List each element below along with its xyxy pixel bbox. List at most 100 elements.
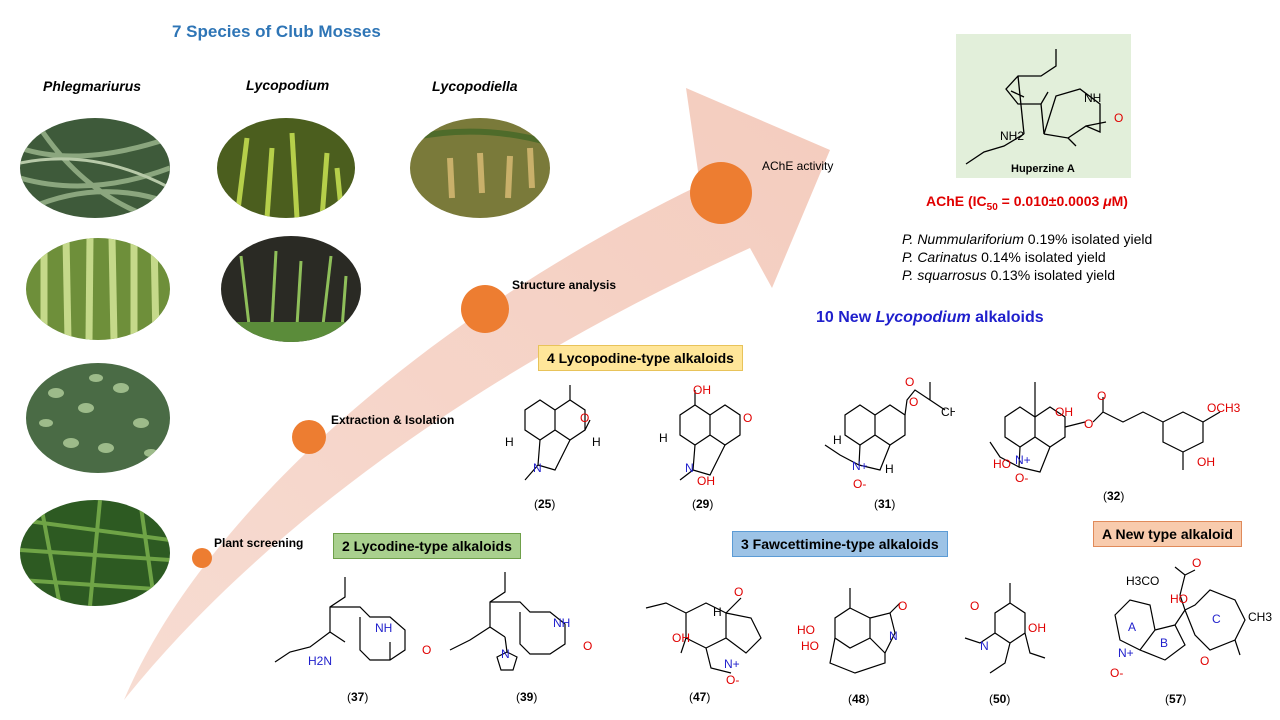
structure-compound-50: O OH N [964, 583, 1046, 674]
structure-compound-25: O H H N [505, 385, 601, 481]
svg-text:OH: OH [1028, 621, 1046, 635]
structure-compound-48: O HO HO N [797, 588, 907, 674]
genus-label-lycopodium: Lycopodium [246, 77, 330, 93]
ache-ic50-label: AChE (IC50 = 0.010±0.0003 μM) [926, 193, 1128, 213]
compound-number-29: (29) [692, 497, 714, 511]
compound-number-50: (50) [989, 692, 1011, 706]
svg-text:O: O [734, 585, 743, 599]
svg-text:O: O [905, 375, 914, 389]
svg-text:O: O [909, 395, 918, 409]
structure-compound-47: O H OH N+ O- [645, 585, 762, 687]
plant-photo-phlegmariurus-4 [20, 500, 170, 606]
svg-text:H: H [833, 433, 842, 447]
genus-label-lycopodiella: Lycopodiella [432, 78, 518, 94]
plant-photo-phlegmariurus-1 [20, 118, 170, 218]
svg-text:O-: O- [853, 477, 866, 491]
svg-text:OH: OH [693, 383, 711, 397]
genus-label-phlegmariurus: Phlegmariurus [43, 78, 142, 94]
svg-text:B: B [1160, 636, 1168, 650]
structure-compound-32: OH O O OCH3 OH HO N+ O- [989, 382, 1241, 485]
svg-text:HO: HO [993, 457, 1011, 471]
svg-text:N: N [685, 461, 694, 475]
svg-text:H: H [659, 431, 668, 445]
structure-compound-39: NH O N [449, 572, 592, 671]
group-label-lycopodine: 4 Lycopodine-type alkaloids [538, 345, 743, 371]
svg-text:HO: HO [1170, 592, 1188, 606]
svg-text:NH: NH [553, 616, 570, 630]
svg-text:OCH3: OCH3 [1207, 401, 1241, 415]
atom-o: O [1114, 111, 1123, 125]
svg-text:N+: N+ [852, 459, 868, 473]
plant-photo-lycopodium-1 [217, 118, 355, 218]
svg-text:O: O [970, 599, 979, 613]
structure-compound-31: O O CH3 H H N+ O- [824, 375, 955, 491]
svg-text:CH3: CH3 [941, 405, 955, 419]
svg-text:HO: HO [801, 639, 819, 653]
svg-text:O: O [898, 599, 907, 613]
yield-line-1: P. Nummulariforium 0.19% isolated yield [902, 231, 1153, 247]
structure-compound-57: H3CO O HO CH3 A B C O N+ O- [1110, 556, 1272, 680]
atom-nh: NH [1084, 91, 1101, 105]
svg-text:O: O [1097, 389, 1106, 403]
svg-text:A: A [1128, 620, 1136, 634]
svg-text:N: N [980, 639, 989, 653]
compound-number-37: (37) [347, 690, 369, 704]
new-alkaloids-heading: 10 New Lycopodium alkaloids [816, 309, 1044, 326]
yield-line-2: P. Carinatus 0.14% isolated yield [902, 249, 1106, 265]
plant-photo-phlegmariurus-3 [26, 363, 170, 473]
svg-text:O: O [1084, 417, 1093, 431]
compound-number-32: (32) [1103, 489, 1125, 503]
svg-text:O: O [743, 411, 752, 425]
plant-photo-lycopodium-2 [221, 236, 361, 342]
group-label-lycodine: 2 Lycodine-type alkaloids [333, 533, 521, 559]
group-label-fawcettimine: 3 Fawcettimine-type alkaloids [732, 531, 948, 557]
svg-text:H: H [885, 462, 894, 476]
svg-text:H2N: H2N [308, 654, 332, 668]
compound-number-47: (47) [689, 690, 711, 704]
svg-text:N: N [501, 647, 510, 661]
svg-text:H: H [592, 435, 601, 449]
svg-text:N+: N+ [724, 657, 740, 671]
huperzine-name: Huperzine A [1011, 163, 1075, 175]
svg-text:O: O [580, 411, 589, 425]
svg-text:C: C [1212, 612, 1221, 626]
svg-text:OH: OH [672, 631, 690, 645]
svg-text:O-: O- [1015, 471, 1028, 485]
plant-photo-lycopodiella [410, 118, 550, 218]
compound-number-25: (25) [534, 497, 556, 511]
atom-nh2: NH2 [1000, 129, 1024, 143]
stage-dot-extraction [292, 420, 326, 454]
stage-dot-ache [690, 162, 752, 224]
structure-compound-29: OH O H N OH [659, 383, 752, 488]
svg-text:N: N [889, 629, 898, 643]
svg-text:O: O [583, 639, 592, 653]
structure-compound-37: NH O H2N [274, 577, 431, 668]
compound-number-31: (31) [874, 497, 896, 511]
huperzine-structure-box: NH O NH2 Huperzine A [956, 34, 1131, 178]
svg-text:OH: OH [1197, 455, 1215, 469]
svg-text:O: O [1192, 556, 1201, 570]
stage-dot-structure [461, 285, 509, 333]
svg-text:H: H [505, 435, 514, 449]
svg-text:HO: HO [797, 623, 815, 637]
svg-text:N+: N+ [1118, 646, 1134, 660]
group-label-new-type: A New type alkaloid [1093, 521, 1242, 547]
stage-label-plant-screening: Plant screening [214, 536, 304, 550]
svg-text:CH3: CH3 [1248, 610, 1272, 624]
svg-text:OH: OH [1055, 405, 1073, 419]
svg-text:OH: OH [697, 474, 715, 488]
svg-text:O: O [1200, 654, 1209, 668]
svg-text:O-: O- [726, 673, 739, 687]
stage-dot-plant-screening [192, 548, 212, 568]
compound-number-48: (48) [848, 692, 870, 706]
page-title: 7 Species of Club Mosses [172, 22, 381, 41]
plant-photo-phlegmariurus-2 [26, 238, 170, 340]
huperzine-structure: NH O NH2 Huperzine A [965, 49, 1123, 175]
compound-number-39: (39) [516, 690, 538, 704]
stage-label-structure: Structure analysis [512, 278, 617, 292]
svg-text:N+: N+ [1015, 453, 1031, 467]
stage-label-extraction: Extraction & Isolation [331, 413, 455, 427]
svg-text:H3CO: H3CO [1126, 574, 1159, 588]
svg-text:N: N [533, 461, 542, 475]
